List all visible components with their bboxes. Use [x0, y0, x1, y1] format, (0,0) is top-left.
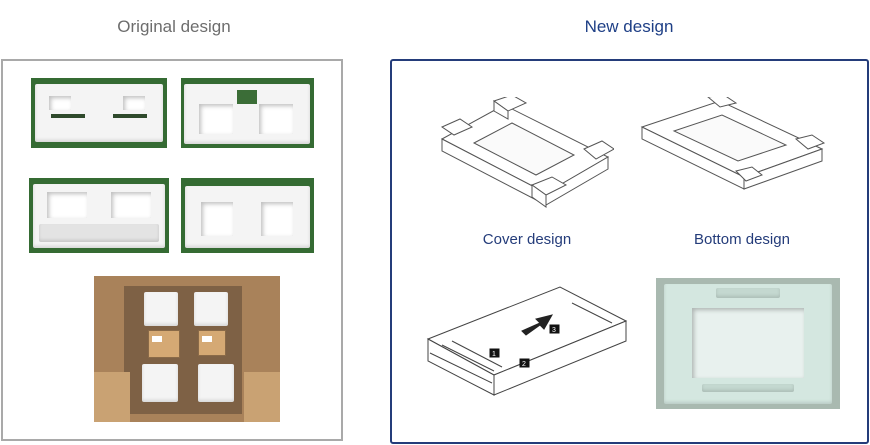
callout-2: 2 — [522, 361, 526, 368]
foam-photo-1 — [31, 78, 167, 148]
foam-photo-4 — [181, 178, 314, 253]
original-design-panel — [1, 59, 343, 441]
callout-1: 1 — [492, 351, 496, 358]
server-installation-drawing: 1 2 3 — [426, 286, 628, 396]
foam-photo-3 — [29, 178, 169, 253]
new-design-heading: New design — [584, 17, 674, 36]
foam-photo-2 — [181, 78, 314, 148]
new-design-panel: Cover design Bottom design 1 2 3 — [390, 59, 869, 444]
cover-design-caption: Cover design — [482, 231, 572, 248]
bottom-design-drawing — [640, 97, 826, 190]
packed-box-photo — [94, 276, 280, 422]
original-design-heading: Original design — [117, 17, 231, 36]
bottom-foam-photo — [656, 278, 840, 409]
cover-design-drawing — [440, 97, 614, 208]
bottom-design-caption: Bottom design — [694, 231, 790, 248]
callout-3: 3 — [552, 327, 556, 334]
